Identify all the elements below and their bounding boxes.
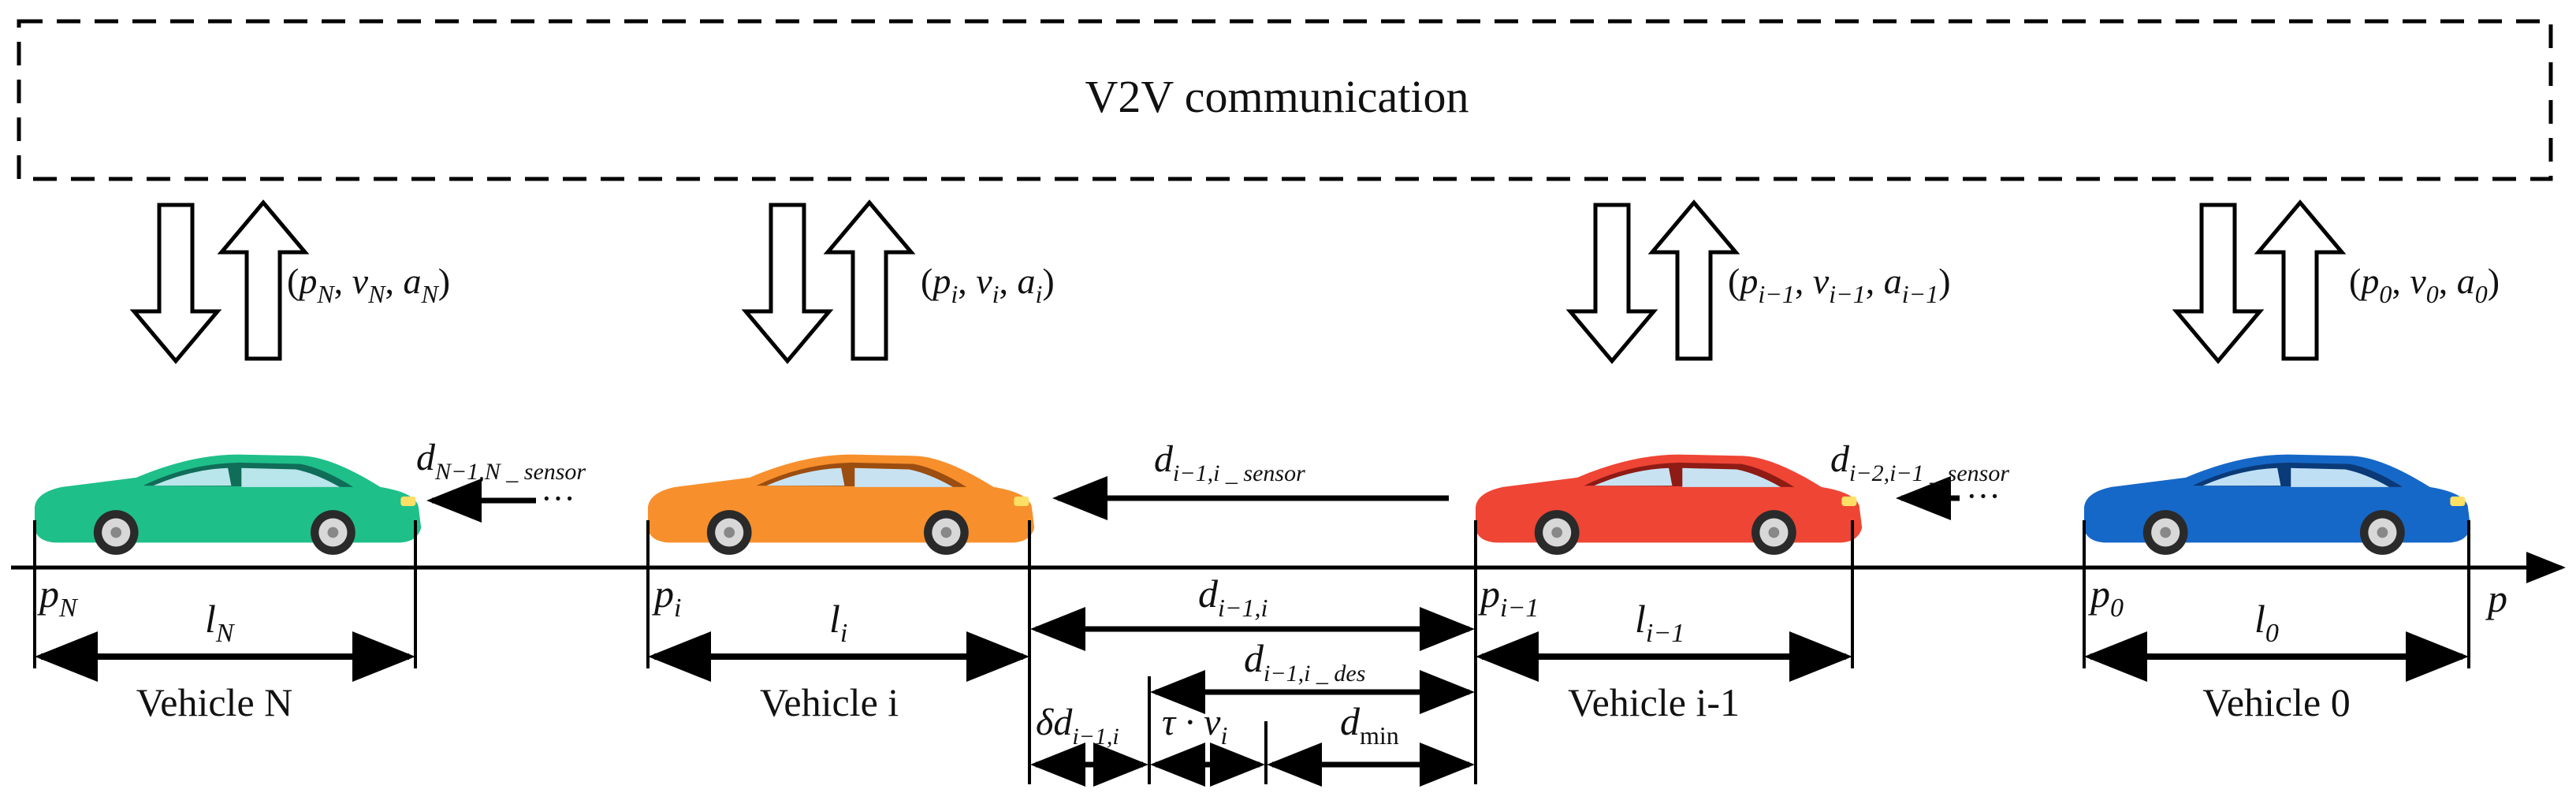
state-vehicle-i: (pi, vi, ai): [921, 261, 1055, 308]
downlink-arrow-vehicle-i-1: [1565, 203, 1658, 364]
sensor-dots-i-1: ···: [1966, 477, 2001, 516]
car-vehicle-N: [35, 454, 422, 555]
pos-label-N: pN: [37, 571, 79, 623]
sensor-label-i: di−1,i _ sensor: [1154, 438, 1305, 486]
uplink-arrow-vehicle-0: [2254, 199, 2347, 361]
sensor-label-N: dN−1,N _ sensor: [416, 437, 586, 485]
state-vehicle-N: (pN, vN, aN): [287, 261, 450, 308]
downlink-arrow-vehicle-0: [2172, 203, 2265, 364]
v2v-label: V2V communication: [1085, 71, 1469, 122]
pos-label-0: p0: [2088, 571, 2124, 623]
uplink-arrow-vehicle-i: [823, 199, 916, 361]
sensor-label-i-1: di−2,i−1 _ sensor: [1830, 438, 2009, 486]
desired-gap-label: di−1,i _ des: [1244, 636, 1365, 687]
state-vehicle-0: (p0, v0, a0): [2349, 261, 2500, 308]
gap-label: di−1,i: [1198, 571, 1268, 622]
uplink-arrow-vehicle-N: [217, 199, 310, 361]
tau-gap-label: τ · vi: [1162, 702, 1227, 750]
sensor-dots-N: ···: [541, 479, 575, 518]
car-vehicle-i: [648, 454, 1035, 555]
downlink-arrow-vehicle-N: [129, 203, 222, 364]
downlink-arrow-vehicle-i: [741, 203, 834, 364]
axis-label: p: [2485, 576, 2507, 620]
v2v-box: [17, 19, 2553, 181]
car-vehicle-0: [2084, 454, 2471, 555]
state-vehicle-i-1: (pi−1, vi−1, ai−1): [1728, 261, 1951, 308]
dmin-gap-label: dmin: [1340, 699, 1399, 750]
vehicle-name-N: Vehicle N: [136, 680, 293, 724]
delta-gap-label: δdi−1,i: [1036, 702, 1119, 750]
length-label-i-1: li−1: [1635, 597, 1684, 648]
pos-label-i: pi: [652, 571, 681, 623]
length-label-N: lN: [205, 597, 236, 648]
car-vehicle-i-1: [1476, 454, 1863, 555]
vehicle-name-i-1: Vehicle i-1: [1568, 680, 1740, 724]
length-label-0: l0: [2254, 597, 2279, 648]
vehicle-name-i: Vehicle i: [760, 680, 899, 724]
uplink-arrow-vehicle-i-1: [1647, 199, 1740, 361]
length-label-i: li: [829, 597, 847, 648]
vehicle-name-0: Vehicle 0: [2202, 680, 2350, 724]
pos-label-i-1: pi−1: [1478, 571, 1539, 623]
